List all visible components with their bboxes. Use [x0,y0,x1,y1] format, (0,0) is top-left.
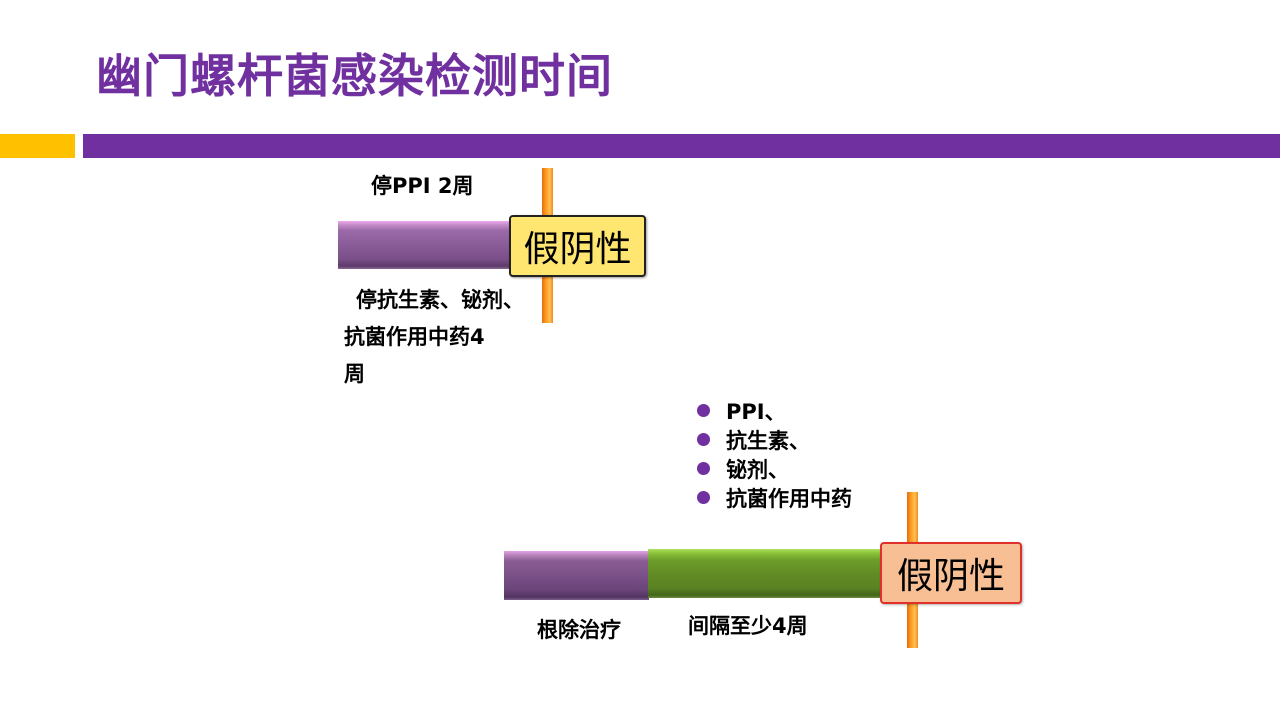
timeline1-top-label: 停PPI 2周 [371,174,474,198]
timeline2-segment1-label: 根除治疗 [537,618,621,642]
list-item: 抗生素、 [697,425,852,454]
list-item: PPI、 [697,396,852,425]
timeline1-bottom-line-1: 停抗生素、铋剂、 [356,288,524,312]
bullet-dot-icon [697,433,710,446]
timeline2-false-negative-box: 假阴性 [880,542,1022,604]
timeline2-segment2-label: 间隔至少4周 [688,614,808,638]
bullet-dot-icon [697,491,710,504]
title-accent-yellow-bar [0,134,75,158]
list-item: 抗菌作用中药 [697,483,852,512]
timeline1-bottom-line-3: 周 [344,362,365,386]
slide-title: 幽门螺杆菌感染检测时间 [96,49,613,103]
list-item: 铋剂、 [697,454,852,483]
timeline2-interval-bar [648,549,888,598]
timeline2-marker-label: 假阴性 [896,556,1005,597]
timeline2-eradication-bar [504,551,649,600]
timeline1-marker-label: 假阴性 [523,229,632,270]
bullet-dot-icon [697,404,710,417]
timeline1-bottom-line-2: 抗菌作用中药4 [344,325,485,349]
timeline1-bottom-label: 停抗生素、铋剂、 抗菌作用中药4 周 [344,282,544,393]
timeline1-false-negative-box: 假阴性 [509,215,646,277]
timeline2-drug-list: PPI、 抗生素、 铋剂、 抗菌作用中药 [697,396,852,512]
bullet-dot-icon [697,462,710,475]
timeline1-ppi-bar [338,221,518,269]
title-accent-purple-bar [83,134,1280,158]
